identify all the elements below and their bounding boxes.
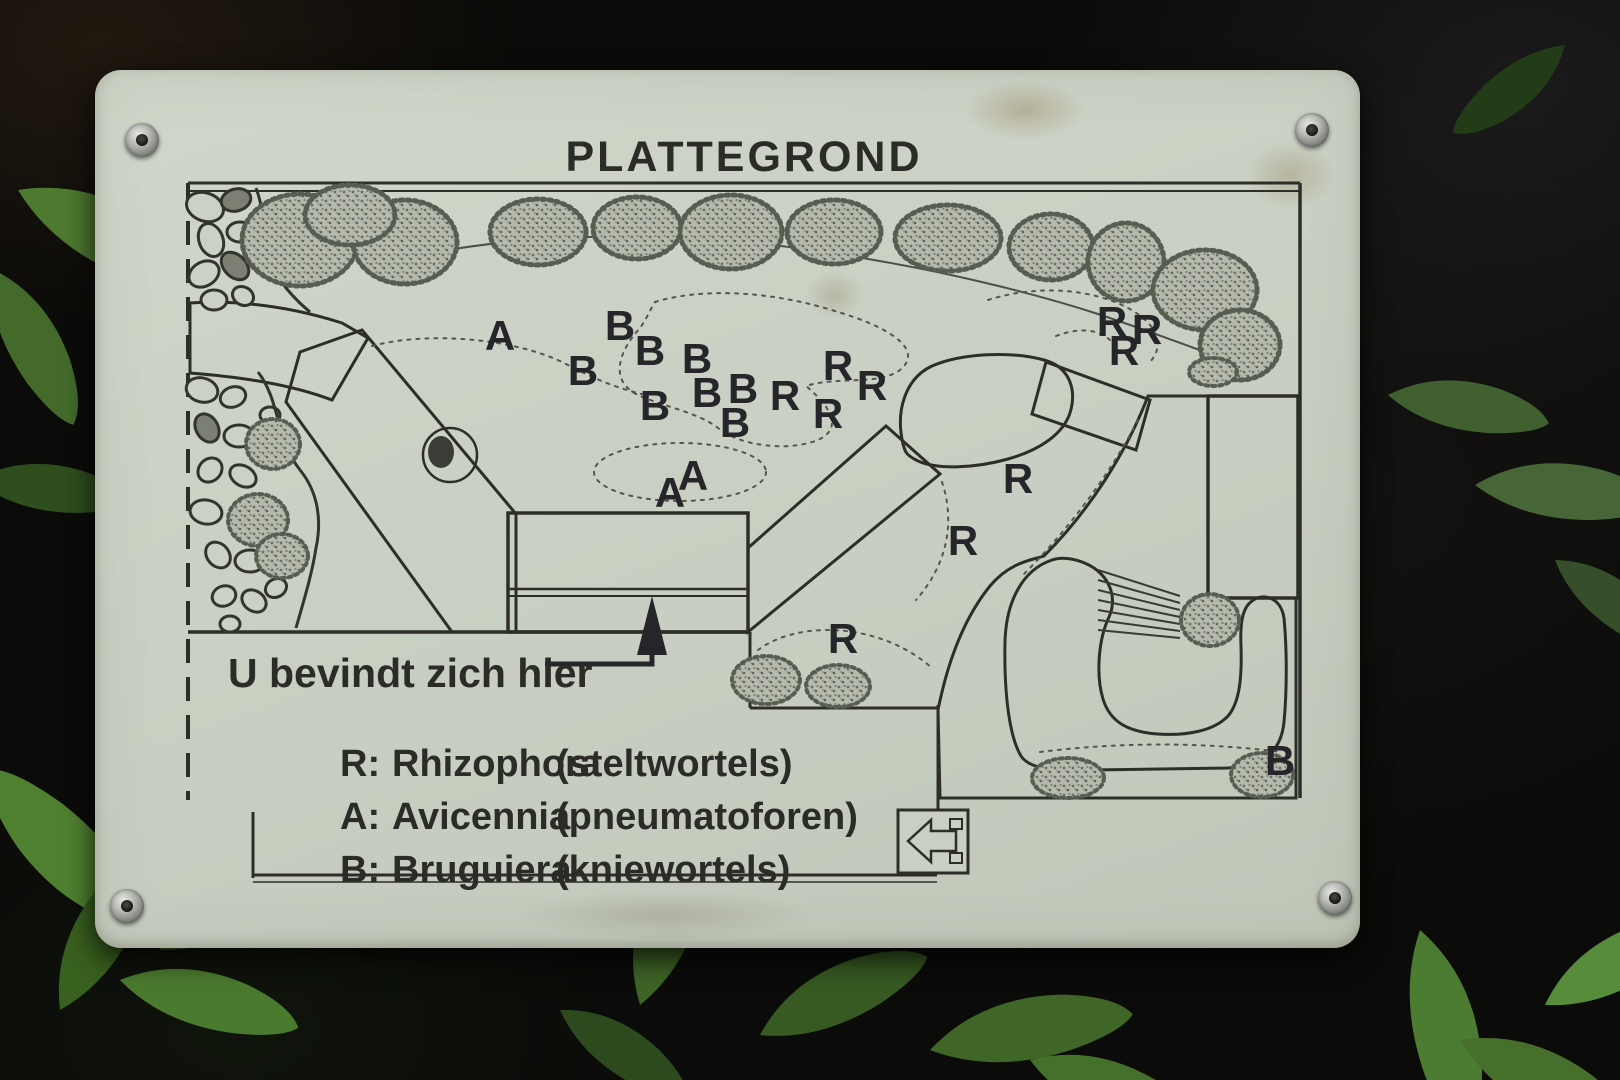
map-marker-r: R [813, 390, 843, 437]
boardwalk-bridge-left [284, 328, 518, 634]
boardwalk-bridge-right [746, 423, 943, 636]
map-marker-b: B [640, 382, 670, 429]
map-marker-b: B [692, 369, 722, 416]
screw-bottom-left [110, 889, 144, 923]
map-marker-b: B [682, 335, 712, 382]
map-marker-b: B [635, 327, 665, 374]
boardwalk-main-deck [506, 511, 750, 634]
pond-channel [1003, 556, 1288, 773]
rock-band [184, 187, 321, 634]
legend-row-bruguiera: B: Bruguiera (kniewortels) [340, 844, 858, 897]
legend: R: Rhizophora (steltwortels) A: Avicenni… [340, 738, 858, 897]
island-sand-mound [898, 353, 1075, 469]
screw-bottom-right [1318, 881, 1352, 915]
right-sand-section [936, 394, 1298, 800]
legend-key: B: [340, 849, 381, 891]
map-marker-r: R [1003, 455, 1033, 502]
screw-top-right [1295, 113, 1329, 147]
map-marker-r: R [770, 372, 800, 419]
legend-species: Avicennia [392, 796, 571, 838]
legend-key: A: [340, 796, 381, 838]
exit-arrow-icon [896, 808, 970, 875]
map-marker-b: B [728, 365, 758, 412]
boardwalk-bridge-island-east [1030, 360, 1152, 452]
map-marker-r: R [948, 517, 978, 564]
legend-species: Bruguiera [392, 849, 572, 891]
sign-title: PLATTEGROND [565, 133, 923, 181]
legend-row-avicennia: A: Avicennia (pneumatoforen) [340, 791, 858, 844]
map-marker-r: R [1097, 298, 1127, 345]
legend-key: R: [340, 743, 381, 785]
water-contours [371, 289, 1283, 753]
map-marker-r: R [1109, 327, 1139, 374]
map-marker-r: R [857, 362, 887, 409]
you-are-here-arrow [545, 596, 667, 667]
map-marker-a: A [485, 312, 515, 359]
deck-mid-line [508, 587, 748, 597]
legend-species: Rhizophora [392, 743, 601, 785]
map-marker-r: R [828, 615, 858, 662]
map-marker-r: R [1132, 306, 1162, 353]
map-marker-b: B [720, 399, 750, 446]
map-marker-a: A [655, 469, 685, 516]
legend-detail: (steltwortels) [556, 743, 793, 785]
legend-row-rhizophora: R: Rhizophora (steltwortels) [340, 738, 858, 791]
tree-band [239, 182, 1283, 383]
bushes [226, 356, 1295, 800]
small-pool [421, 426, 479, 484]
legend-detail: (kniewortels) [556, 849, 791, 891]
building-outline [1206, 394, 1300, 600]
map-marker-a: A [678, 452, 708, 499]
map-marker-b: B [568, 347, 598, 394]
map-marker-b: B [605, 302, 635, 349]
you-are-here-label: U bevindt zich hier [228, 650, 593, 696]
map-marker-r: R [823, 342, 853, 389]
map-marker-b: B [1265, 737, 1295, 784]
screw-top-left [125, 123, 159, 157]
legend-detail: (pneumatoforen) [556, 796, 858, 838]
fan-footbridge [1097, 569, 1181, 639]
